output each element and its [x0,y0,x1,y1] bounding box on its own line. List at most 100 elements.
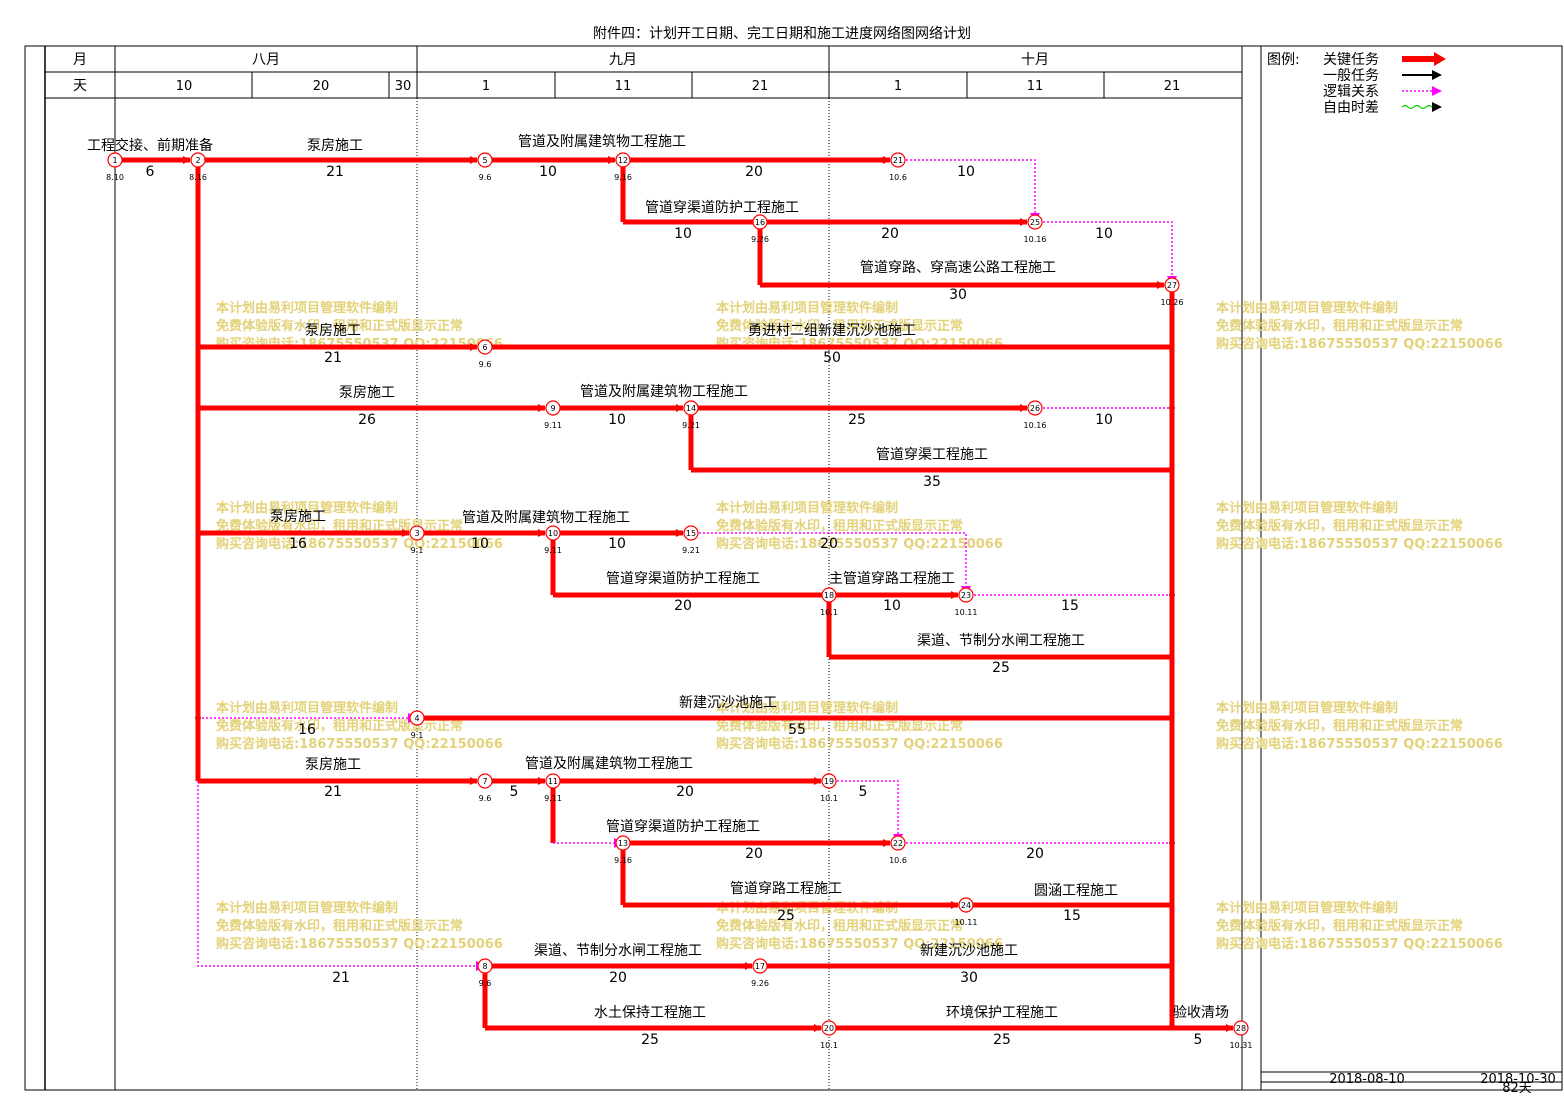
event-node[interactable]: 18.10 [106,152,124,182]
links-layer [115,156,1234,1032]
event-node-date: 9.11 [544,794,562,803]
event-node-id: 5 [482,156,487,165]
event-node-date: 9.21 [682,421,700,430]
task-duration-label: 25 [992,660,1010,676]
event-node[interactable]: 28.16 [189,152,207,182]
day-label: 1 [894,79,902,94]
event-node-date: 10.31 [1230,1041,1253,1050]
event-node-circle [615,835,631,851]
event-node[interactable]: 159.21 [682,525,700,555]
event-node-date: 10.1 [820,608,838,617]
day-separators [251,72,1105,98]
event-node-circle [752,214,768,230]
event-node-date: 9.1 [411,731,424,740]
event-node[interactable]: 119.11 [544,773,562,803]
logic-link-line [197,781,486,971]
event-node-id: 2 [195,156,200,165]
event-node[interactable]: 139.16 [614,835,632,865]
legend-label-logic: 逻辑关系 [1323,84,1379,100]
event-node-circle [890,152,906,168]
event-node[interactable]: 169.26 [751,214,769,244]
event-node[interactable]: 28 10.31 [1230,1020,1253,1050]
svg-text:本计划由易利项目管理软件编制: 本计划由易利项目管理软件编制 [716,900,898,916]
task-duration-label: 10 [539,164,557,180]
svg-text:本计划由易利项目管理软件编制: 本计划由易利项目管理软件编制 [1216,900,1398,916]
event-node[interactable]: 109.11 [544,525,562,555]
legend-label-float: 自由时差 [1323,100,1379,116]
watermark-block: 本计划由易利项目管理软件编制免费体验版有水印，租用和正式版显示正常购买咨询电话:… [1216,300,1503,352]
event-node-date: 10.1 [820,794,838,803]
event-node-id: 8 [482,962,487,971]
day-label: 30 [395,79,412,94]
task-name-label: 泵房施工 [307,138,363,154]
task-name-label: 验收清场 [1173,1005,1229,1021]
event-node[interactable]: 39.1 [409,525,425,555]
svg-text:购买咨询电话:18675550537 QQ:22150066: 购买咨询电话:18675550537 QQ:22150066 [1216,536,1503,552]
chart-title: 附件四：计划开工日期、完工日期和施工进度网络图网络计划 [593,26,971,42]
event-node[interactable]: 69.6 [477,339,493,369]
event-node-circle [477,958,493,974]
event-node-circle [545,400,561,416]
svg-text:免费体验版有水印，租用和正式版显示正常: 免费体验版有水印，租用和正式版显示正常 [216,518,463,534]
event-node-date: 10.1 [820,1041,838,1050]
task-name-label: 管道穿渠道防护工程施工 [606,819,760,835]
event-node-date: 9.21 [682,546,700,555]
task-duration-label: 25 [993,1032,1011,1048]
svg-text:免费体验版有水印，租用和正式版显示正常: 免费体验版有水印，租用和正式版显示正常 [1216,718,1463,734]
event-node[interactable]: 129.16 [614,152,632,182]
event-node-circle [752,958,768,974]
event-node-circle [477,773,493,789]
event-node[interactable]: 49.1 [409,710,425,740]
task-duration-label: 5 [1194,1032,1203,1048]
logic-duration-label: 10 [957,164,975,180]
event-node[interactable]: 149.21 [682,400,700,430]
watermark-block: 本计划由易利项目管理软件编制免费体验版有水印，租用和正式版显示正常购买咨询电话:… [216,700,503,752]
task-name-label: 管道穿渠道防护工程施工 [606,571,760,587]
event-node[interactable]: 99.11 [544,400,562,430]
event-node-circle [683,400,699,416]
watermark-block: 本计划由易利项目管理软件编制免费体验版有水印，租用和正式版显示正常购买咨询电话:… [216,300,503,352]
event-node[interactable]: 79.6 [477,773,493,803]
svg-text:本计划由易利项目管理软件编制: 本计划由易利项目管理软件编制 [216,900,398,916]
task-duration-label: 50 [823,350,841,366]
event-node-date: 8.10 [106,173,124,182]
event-node[interactable]: 59.6 [477,152,493,182]
task-duration-label: 10 [883,598,901,614]
event-node-id: 28 [1236,1024,1246,1033]
event-node-date: 9.26 [751,235,769,244]
legend-title: 图例: [1267,52,1300,68]
svg-text:购买咨询电话:18675550537 QQ:22150066: 购买咨询电话:18675550537 QQ:22150066 [716,536,1003,552]
event-node-id: 17 [755,962,765,971]
svg-text:购买咨询电话:18675550537 QQ:22150066: 购买咨询电话:18675550537 QQ:22150066 [216,936,503,952]
event-node-id: 23 [961,591,971,600]
month-label-aug: 八月 [252,52,280,68]
svg-text:本计划由易利项目管理软件编制: 本计划由易利项目管理软件编制 [1216,700,1398,716]
legend-label-normal: 一般任务 [1323,68,1379,84]
event-node-date: 9.6 [479,360,492,369]
watermarks: 本计划由易利项目管理软件编制免费体验版有水印，租用和正式版显示正常购买咨询电话:… [216,300,1503,952]
day-label: 10 [176,79,193,94]
legend-label-critical: 关键任务 [1323,52,1379,68]
task-duration-label: 20 [745,846,763,862]
task-duration-label: 25 [848,412,866,428]
event-node[interactable]: 179.26 [751,958,769,988]
task-name-label: 圆涵工程施工 [1034,883,1118,899]
event-node-circle [615,152,631,168]
event-node-date: 8.16 [189,173,207,182]
event-node-date: 10.11 [955,918,978,927]
event-node-id: 11 [548,777,558,786]
event-node[interactable]: 89.6 [477,958,493,988]
day-labels: 10 20 30 1 11 21 1 11 21 [176,79,1181,94]
task-duration-label: 25 [777,908,795,924]
event-node-id: 1 [112,156,117,165]
